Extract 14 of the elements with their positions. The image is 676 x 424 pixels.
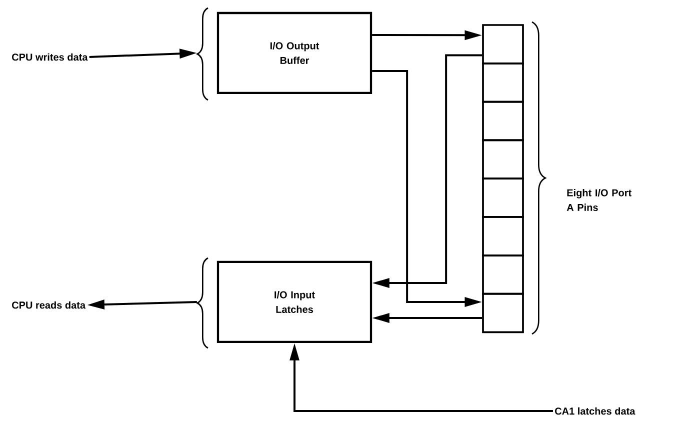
- brace-label: Eight I/O Port A Pins: [566, 189, 632, 211]
- process-box: I/O Input Latches: [216, 260, 372, 344]
- pin-cell: [482, 178, 524, 218]
- signal-label: CA1 latches data: [555, 407, 636, 415]
- pin-cell: [482, 24, 524, 64]
- process-box: I/O Output Buffer: [216, 12, 372, 94]
- pin-cell: [482, 139, 524, 180]
- signal-label: CPU writes data: [12, 53, 88, 61]
- pin-cell: [482, 292, 524, 334]
- pin-cell: [482, 100, 524, 142]
- pin-cell: [482, 254, 524, 295]
- pin-cell: [482, 62, 524, 103]
- pin-cell: [482, 216, 524, 256]
- signal-label: CPU reads data: [12, 301, 86, 309]
